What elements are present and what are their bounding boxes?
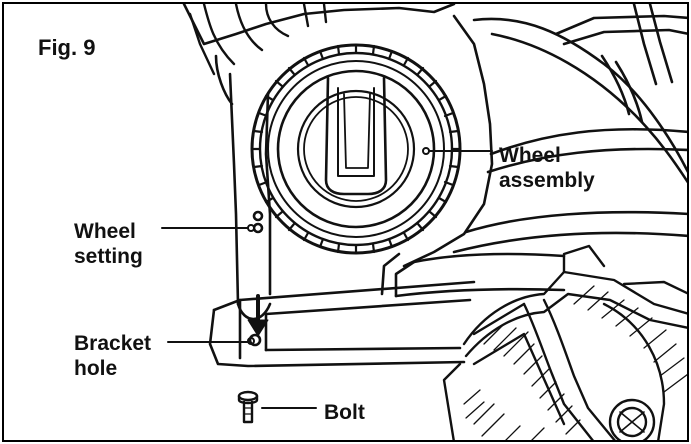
wheel-tread	[250, 43, 462, 255]
callout-bracket-hole: Bracket hole	[74, 331, 151, 381]
callout-wheel-setting-line1: Wheel	[74, 220, 136, 243]
hatching	[463, 285, 687, 440]
callout-bolt: Bolt	[324, 401, 365, 424]
callout-bracket-hole-line1: Bracket	[74, 332, 152, 355]
callout-wheel-setting-line2: setting	[74, 245, 143, 268]
figure-title: Fig. 9	[38, 35, 96, 60]
callout-wheel-setting: Wheel setting	[74, 219, 143, 269]
wheel-setting-plate	[214, 54, 272, 321]
bolt-icon	[237, 390, 259, 424]
callout-wheel-assembly-line2: assembly	[499, 169, 595, 192]
mower-wheel-illustration	[161, 4, 687, 440]
down-arrow-icon	[247, 294, 269, 337]
callout-wheel-assembly: Wheel assembly	[499, 143, 595, 193]
wheel-hub	[276, 69, 436, 229]
callout-wheel-assembly-line1: Wheel	[499, 144, 561, 167]
adjustment-lever	[442, 244, 687, 440]
bracket-arm	[208, 280, 476, 368]
callout-bracket-hole-line2: hole	[74, 357, 118, 380]
upper-hub	[188, 4, 328, 76]
callout-leaders	[161, 147, 493, 409]
mower-deck-housing	[182, 4, 687, 298]
